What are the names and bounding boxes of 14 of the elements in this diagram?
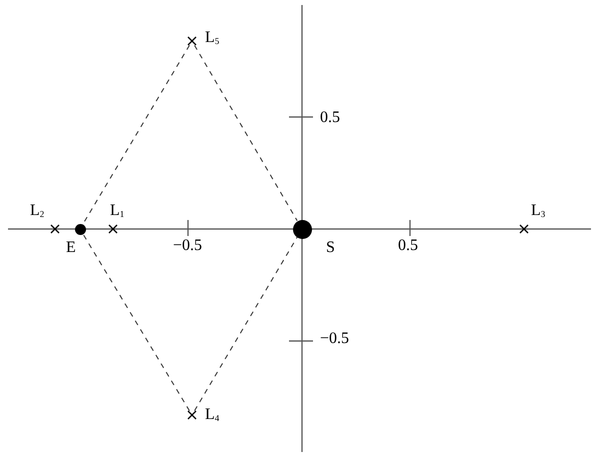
dashed-line [194,44,298,222]
point-label: L$_{1}$ [110,203,124,219]
point-label: L$_{5}$ [205,30,220,46]
tick-label: 0.5 [398,238,418,254]
tick-label: −0.5 [320,331,350,347]
tick-label: −0.5 [173,238,202,254]
dashed-line [194,236,298,412]
point-label: S [326,240,335,256]
point-label: L$_{3}$ [531,203,546,219]
point-label: L$_{4}$ [205,407,220,423]
dashed-line [82,233,190,412]
tick-label: 0.5 [320,110,340,126]
point-label: L$_{2}$ [30,203,44,219]
point-label: E [66,240,76,256]
